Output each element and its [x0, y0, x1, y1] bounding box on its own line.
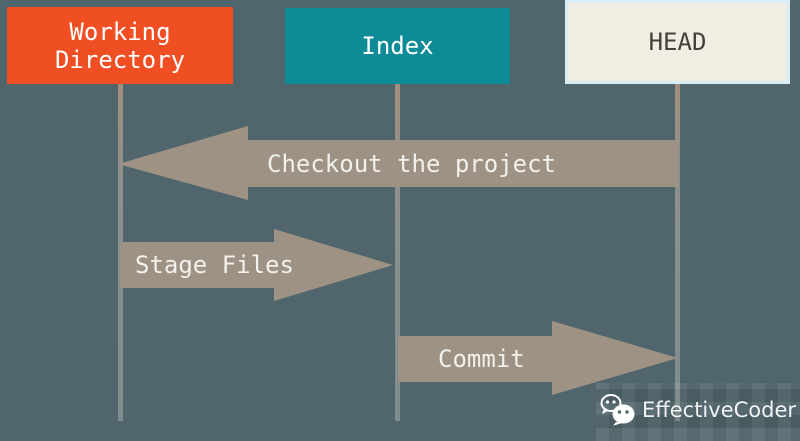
commit-arrow-label: Commit: [438, 345, 525, 373]
working-directory-label-line2: Directory: [54, 45, 186, 74]
head-label: HEAD: [648, 28, 707, 56]
index-label: Index: [361, 32, 434, 60]
stage-files-arrow-label: Stage Files: [135, 251, 294, 279]
working-directory-box: Working Directory: [7, 7, 233, 84]
checkout-arrow-label: Checkout the project: [267, 150, 556, 178]
checkout-arrow-shape: [118, 126, 678, 200]
watermark: EffectiveCoder: [600, 394, 796, 426]
stage-files-arrow-shape: [120, 229, 393, 301]
working-directory-label-line1: Working: [69, 17, 171, 46]
commit-arrow-shape: [398, 321, 678, 395]
index-box: Index: [285, 8, 510, 84]
head-lifeline: [675, 84, 680, 421]
index-lifeline: [395, 84, 400, 421]
wechat-icon: [600, 394, 635, 426]
head-box: HEAD: [565, 0, 790, 84]
watermark-text: EffectiveCoder: [642, 398, 797, 422]
